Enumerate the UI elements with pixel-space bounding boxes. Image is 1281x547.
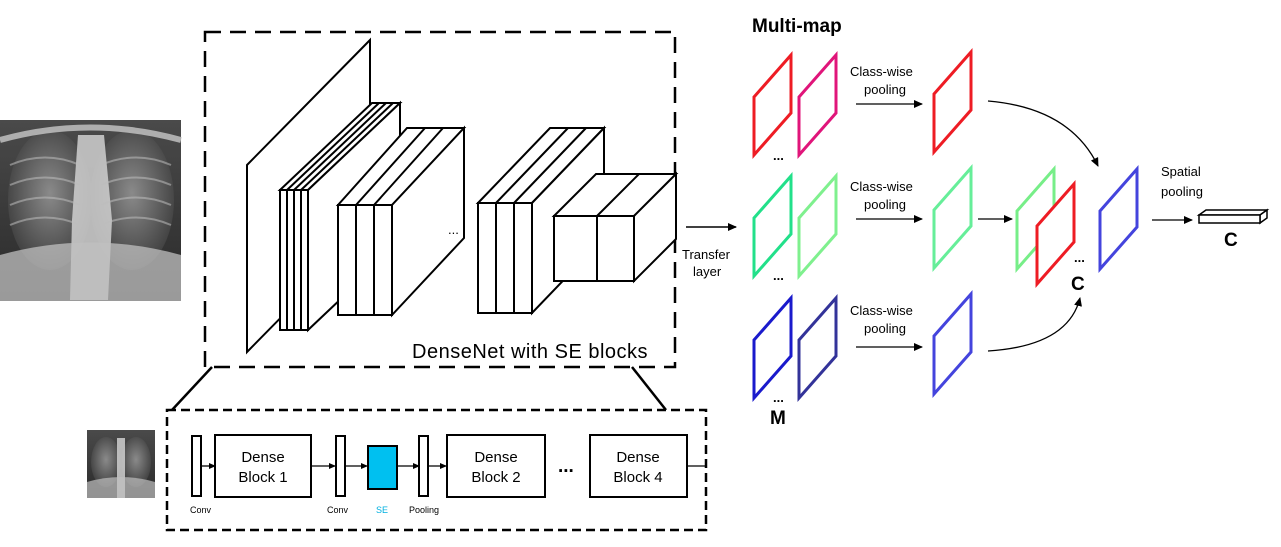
transfer-arrow: Transfer layer: [682, 223, 737, 279]
classwise-pooling-1-line1: Class-wise: [850, 64, 913, 79]
pooled-map-2: [932, 164, 973, 272]
conv-label-2: Conv: [327, 505, 349, 515]
classwise-pooling-1-line2: pooling: [864, 82, 906, 97]
dense-block-4-line1: Dense: [616, 449, 659, 466]
curve-arrow-bottom: [987, 297, 1082, 352]
se-label: SE: [376, 505, 388, 515]
spatial-pooling-line1: Spatial: [1161, 164, 1201, 179]
classwise-pooling-3: Class-wise pooling: [850, 303, 923, 351]
small-xray-image: [87, 430, 155, 498]
stack-dots: ...: [1074, 250, 1085, 265]
map-row-2: [752, 172, 838, 280]
final-map: [1098, 165, 1139, 273]
densenet-caption: DenseNet with SE blocks: [412, 341, 648, 363]
conv-label-1: Conv: [190, 505, 212, 515]
network-ellipsis: ...: [448, 222, 459, 237]
map-row-1-dots: ...: [773, 148, 784, 163]
dense-block-1-line2: Block 1: [238, 469, 287, 486]
map-row-3: [752, 294, 838, 402]
map-row-3-dots: ...: [773, 390, 784, 405]
multimap-title: Multi-map: [752, 16, 842, 37]
spatial-pooling-line2: pooling: [1161, 184, 1203, 199]
zoom-lines: [171, 366, 667, 411]
pooling-label: Pooling: [409, 505, 439, 515]
dense-block-2-line2: Block 2: [471, 469, 520, 486]
conv-bar-1: [191, 435, 202, 497]
c-label: C: [1071, 274, 1085, 295]
pooling-bar: [418, 435, 429, 497]
dense-block-2-line1: Dense: [474, 449, 517, 466]
stacked-maps: [1015, 165, 1076, 288]
chest-xray-image: [0, 120, 182, 301]
classwise-pooling-2-line2: pooling: [864, 197, 906, 212]
conv-bar-2: [335, 435, 346, 497]
feature-block-1: [277, 100, 403, 333]
dense-block-1-line1: Dense: [241, 449, 284, 466]
classwise-pooling-3-line1: Class-wise: [850, 303, 913, 318]
map-row-2-dots: ...: [773, 268, 784, 283]
m-label: M: [770, 408, 786, 429]
output-c-label: C: [1224, 230, 1238, 251]
transfer-label-line2: layer: [693, 264, 722, 279]
output-vector: [1196, 208, 1270, 225]
dense-block-4-line2: Block 4: [613, 469, 662, 486]
classwise-pooling-2-line1: Class-wise: [850, 179, 913, 194]
se-block: [367, 445, 398, 490]
dense-block-2: [446, 434, 546, 498]
pooled-map-1: [932, 48, 973, 156]
feature-block-2: [335, 125, 467, 318]
dense-block-4: [589, 434, 688, 498]
pipeline-box: [165, 408, 708, 532]
transfer-label-line1: Transfer: [682, 247, 731, 262]
classwise-pooling-3-line2: pooling: [864, 321, 906, 336]
classwise-pooling-1: Class-wise pooling: [850, 64, 923, 108]
pooled-map-3: [932, 290, 973, 398]
classwise-pooling-2: Class-wise pooling: [850, 179, 923, 223]
map-row-1: [752, 51, 838, 159]
curve-arrow-top: [987, 100, 1099, 167]
feature-block-4: [551, 171, 679, 284]
pipeline-ellipsis: ...: [558, 456, 574, 477]
dense-block-1: [214, 434, 312, 498]
